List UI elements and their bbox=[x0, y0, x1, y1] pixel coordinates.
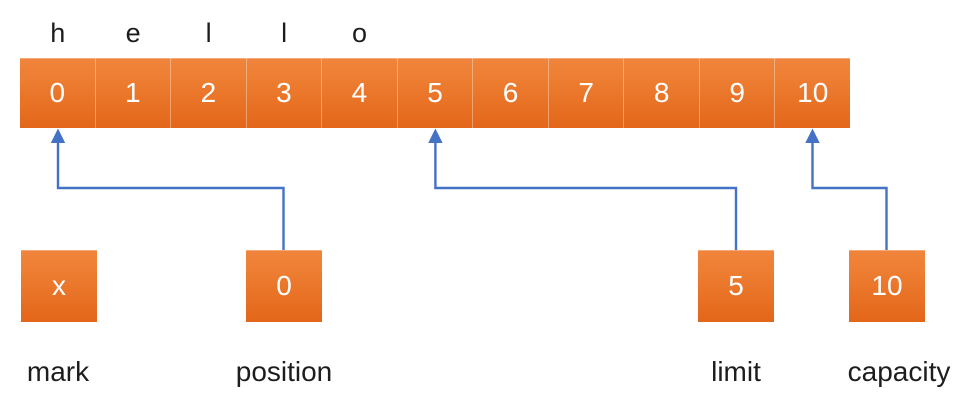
buffer-cell-1: 1 bbox=[94, 58, 171, 128]
buffer-cell-8: 8 bbox=[623, 58, 699, 128]
letter-slot-7 bbox=[548, 12, 623, 54]
position-value-box: 0 bbox=[246, 250, 322, 322]
capacity-value-box: 10 bbox=[849, 250, 925, 322]
letter-slot-3: l bbox=[281, 17, 288, 48]
letter-slot-8 bbox=[624, 12, 699, 54]
limit-value-box: 5 bbox=[698, 250, 774, 322]
letter-slot-6 bbox=[473, 12, 548, 54]
buffer-cell-0: 0 bbox=[49, 77, 66, 108]
letter-slot-5 bbox=[397, 12, 472, 54]
letter-slot-0: h bbox=[50, 17, 66, 48]
letter-slot-2: l bbox=[205, 17, 212, 48]
letter-slot-1: e bbox=[125, 17, 141, 48]
mark-value-box: x bbox=[21, 250, 97, 322]
letters-row: h e l l o bbox=[20, 12, 850, 54]
capacity-arrowhead-icon bbox=[805, 128, 820, 143]
buffer-cell-10: 10 bbox=[774, 58, 850, 128]
limit-label: limit bbox=[711, 356, 761, 387]
mark-label: mark bbox=[26, 356, 90, 387]
letter-slot-10 bbox=[775, 12, 850, 54]
buffer-cell-3: 3 bbox=[245, 58, 322, 128]
buffer-cell-5: 5 bbox=[396, 58, 473, 128]
buffer-cell-6: 6 bbox=[472, 58, 548, 128]
buffer-cell-9: 9 bbox=[698, 58, 775, 128]
limit-arrowhead-icon bbox=[428, 128, 443, 143]
letter-slot-9 bbox=[699, 12, 774, 54]
position-arrowhead-icon bbox=[50, 128, 66, 143]
capacity-label: capacity bbox=[847, 356, 951, 387]
capacity-arrow bbox=[811, 141, 888, 251]
position-arrow bbox=[56, 141, 285, 251]
buffer-cell-2: 2 bbox=[170, 58, 246, 128]
position-label: position bbox=[235, 356, 333, 387]
buffer-cell-7: 7 bbox=[547, 58, 624, 128]
buffer-cell-4: 4 bbox=[321, 58, 397, 128]
buffer-index-bar: 0 1 2 3 4 5 6 7 8 9 10 bbox=[20, 58, 850, 128]
letter-slot-4: o bbox=[352, 17, 368, 48]
limit-arrow bbox=[434, 141, 738, 251]
